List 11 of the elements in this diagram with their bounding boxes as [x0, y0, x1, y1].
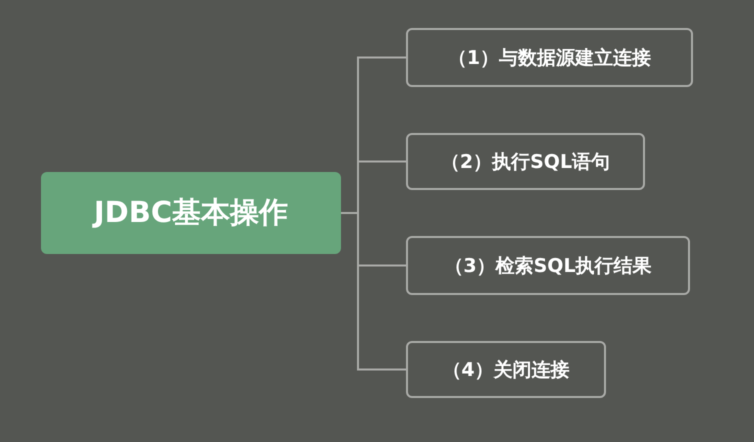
node-text: （3）检索SQL执行结果: [444, 254, 652, 278]
node-text: （2）执行SQL语句: [440, 150, 610, 174]
node-text: （1）与数据源建立连接: [448, 46, 652, 70]
node-text: （4）关闭连接: [442, 358, 570, 382]
topic-box: [41, 172, 341, 254]
connector-line: [341, 212, 406, 370]
branch-box: [406, 341, 606, 398]
branch-box: [406, 236, 690, 295]
branch-box: [406, 133, 645, 190]
branch-box: [406, 28, 693, 87]
node-text: JDBC基本操作: [94, 194, 288, 231]
